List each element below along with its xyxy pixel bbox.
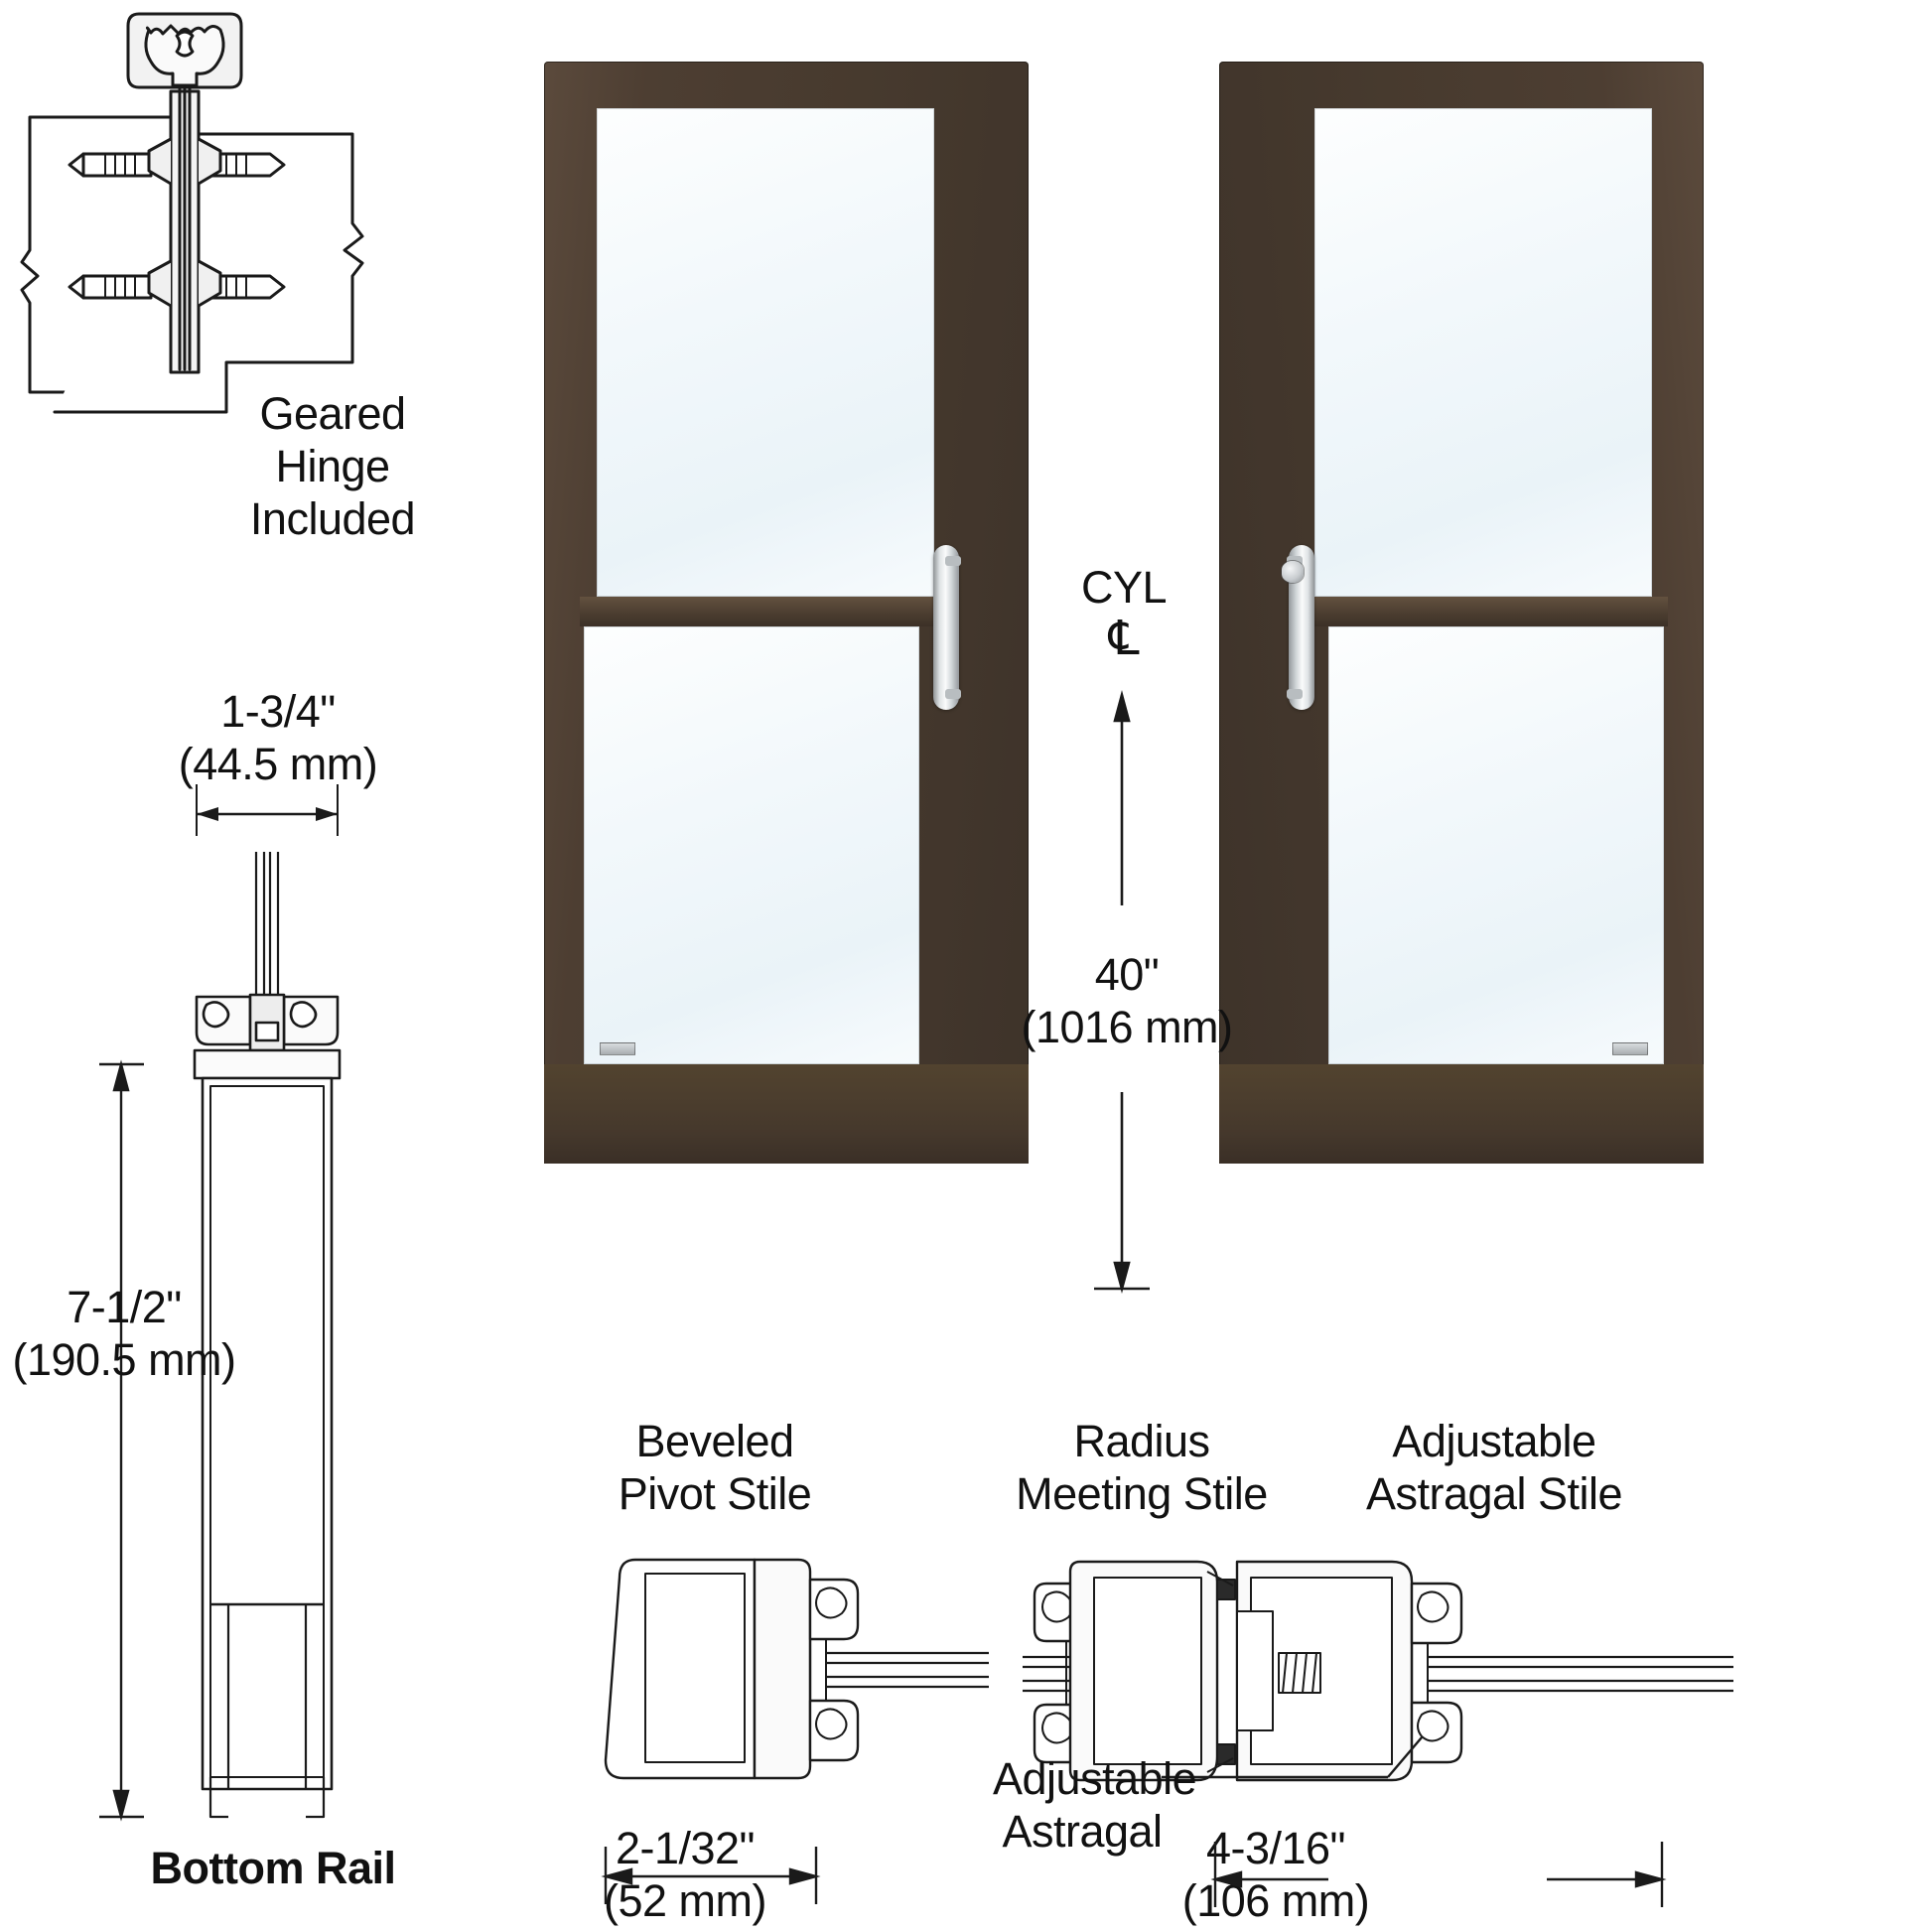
meeting-and-astragal-stile-section [1023, 1560, 1733, 1782]
cyl-label: CYL [1080, 562, 1168, 613]
cyl-height-dimension-line-lower [1094, 1092, 1150, 1295]
right-door-middle-rail [1297, 597, 1668, 626]
adjustable-astragal-callout: Adjustable Astragal [993, 1753, 1197, 1858]
beveled-pivot-stile-dimension-line [601, 1847, 821, 1904]
right-door [1219, 62, 1704, 1164]
cyl-centerline-symbol: ℄ [1108, 613, 1140, 665]
right-door-lock-cylinder[interactable] [1282, 561, 1304, 583]
geared-hinge-detail [20, 12, 364, 414]
right-door-handle-standoff-bottom [1287, 689, 1303, 699]
cyl-height-dimension: 40" (1016 mm) [1021, 949, 1233, 1053]
bottom-rail-width-dimension: 1-3/4" (44.5 mm) [178, 686, 378, 790]
left-door-label-plate [600, 1042, 635, 1055]
right-door-label-plate [1612, 1042, 1648, 1055]
left-door-lower-glass [584, 626, 919, 1064]
geared-hinge-caption: Geared Hinge Included [249, 388, 416, 545]
left-door-middle-rail [580, 597, 951, 626]
bottom-rail-height-dimension: 7-1/2" (190.5 mm) [12, 1282, 236, 1386]
bottom-rail-section [193, 784, 342, 1819]
cyl-height-dimension-line-upper [1113, 689, 1131, 905]
beveled-pivot-stile-section [604, 1558, 989, 1780]
adjustable-astragal-dimension: 4-3/16" (106 mm) [1181, 1823, 1370, 1927]
bottom-rail-height-dimension-line [99, 1059, 144, 1822]
right-door-lower-glass [1328, 626, 1664, 1064]
left-door-bottom-rail [544, 1064, 1029, 1164]
bottom-rail-caption: Bottom Rail [150, 1843, 397, 1893]
right-door-bottom-rail [1219, 1064, 1704, 1164]
adjustable-astragal-stile-caption: Adjustable Astragal Stile [1365, 1416, 1623, 1520]
left-door-upper-glass [597, 108, 934, 597]
left-door-handle-standoff-top [945, 556, 961, 566]
radius-meeting-stile-caption: Radius Meeting Stile [1016, 1416, 1268, 1520]
adjustable-astragal-callout-leader [1162, 1736, 1423, 1779]
beveled-pivot-stile-caption: Beveled Pivot Stile [618, 1416, 812, 1520]
left-door-handle-standoff-bottom [945, 689, 961, 699]
left-door-pull-handle[interactable] [933, 545, 959, 710]
adjustable-astragal-dimension-line [1210, 1842, 1667, 1907]
beveled-pivot-stile-dimension: 2-1/32" (52 mm) [604, 1823, 767, 1927]
left-door [544, 62, 1029, 1164]
right-door-upper-glass [1314, 108, 1652, 597]
